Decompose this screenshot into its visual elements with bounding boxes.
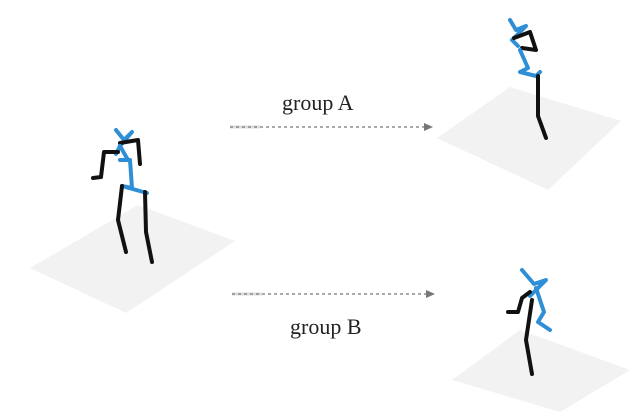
source-pose [30, 128, 235, 313]
group-b-skeleton [506, 268, 552, 376]
source-skeleton [91, 128, 154, 264]
arrow-group-b [232, 290, 435, 298]
group-a-skeleton [508, 18, 548, 140]
group-a-label: group A [282, 90, 354, 115]
arrow-group-a [230, 123, 433, 131]
group-b-floor [452, 330, 630, 412]
group-a-floor [437, 87, 621, 190]
group-b-label: group B [290, 314, 362, 339]
source-floor [30, 205, 235, 313]
group-a-pose [437, 18, 621, 190]
group-b-pose [452, 268, 630, 412]
